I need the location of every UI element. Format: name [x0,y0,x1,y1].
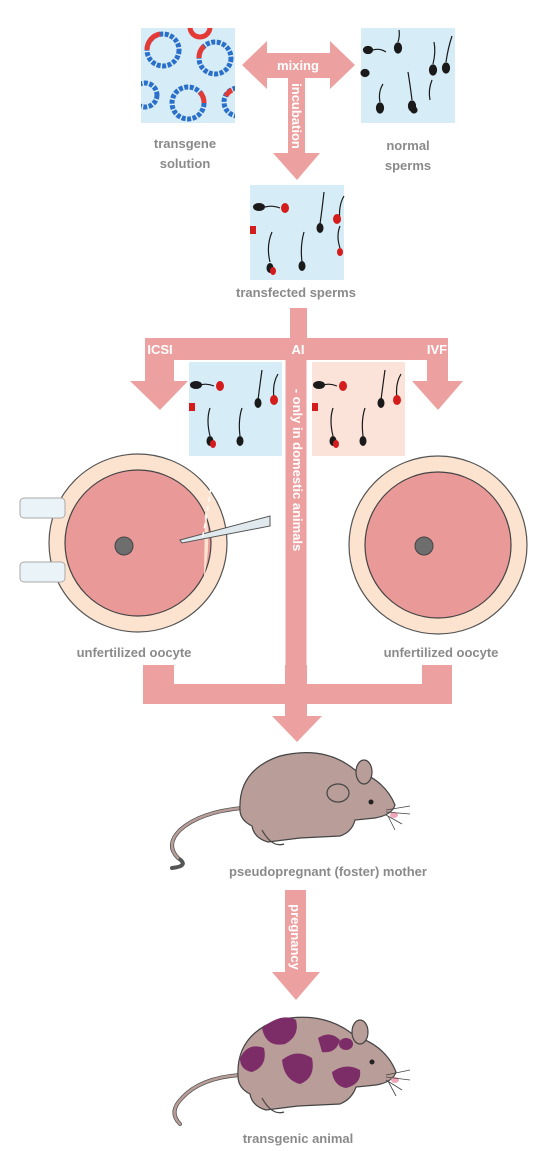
pregnancy-label: pregnancy [288,904,303,971]
transgene-spots [240,1017,361,1088]
normal-sperms-panel [360,28,455,123]
transfected-sperms-label: transfected sperms [236,285,356,300]
split-arrow: ICSI AI IVF [130,308,463,410]
ai-arrow: - only in domestic animals [284,360,308,665]
transgene-solution-label-1: transgene [154,136,216,151]
normal-sperms-label-2: sperms [385,158,431,173]
holding-pipette-icon [19,497,66,583]
plasmid-circles [141,28,235,122]
transgenic-animal-label: transgenic animal [243,1131,354,1146]
transgenic-mouse-icon [172,1016,411,1126]
oocyte-right-label: unfertilized oocyte [384,645,499,660]
transgene-solution-panel [141,28,235,123]
mixing-label: mixing [277,58,319,73]
ai-label: AI [292,342,305,357]
icsi-label: ICSI [147,342,172,357]
ivf-label: IVF [427,342,447,357]
normal-sperms-label-1: normal [386,138,429,153]
mother-label: pseudopregnant (foster) mother [229,864,427,879]
merge-arrow [143,665,452,742]
sperm-group-normal [360,29,453,114]
injection-needle-icon [179,460,271,544]
transgene-solution-label-2: solution [160,156,211,171]
pregnancy-arrow: pregnancy [272,890,320,1000]
oocyte-right [348,455,528,635]
mouse-mother-icon [170,752,411,870]
oocyte-left [19,453,271,633]
transfected-sperms-panel [250,185,345,280]
mixing-incubation-arrow: mixing incubation [242,41,355,180]
icsi-sperm-panel [189,362,282,456]
incubation-label: incubation [289,83,304,149]
ivf-sperm-panel [312,362,405,456]
ai-note-label: - only in domestic animals [290,389,305,552]
oocyte-left-label: unfertilized oocyte [77,645,192,660]
